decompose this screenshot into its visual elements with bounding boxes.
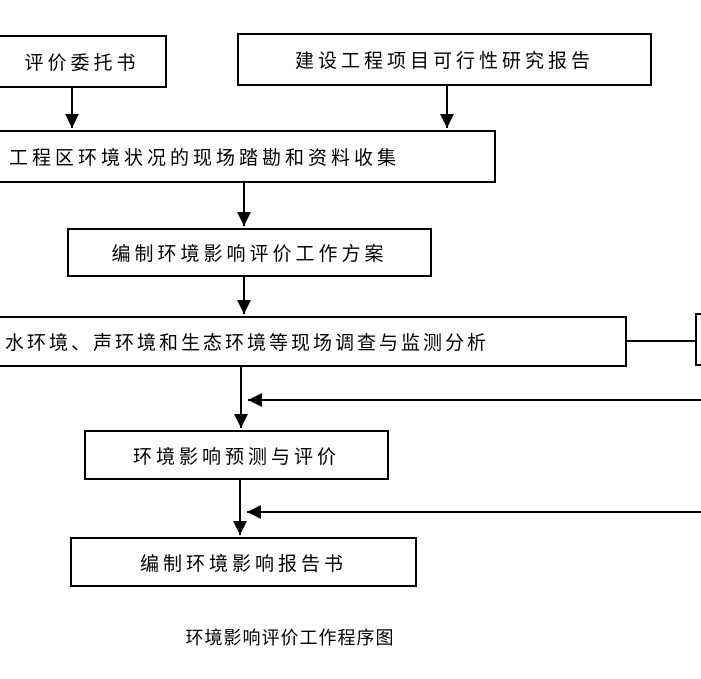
box-plan: 编制环境影响评价工作方案 [67,228,432,277]
box-survey-label: 工程区环境状况的现场踏勘和资料收集 [9,147,401,169]
box-monitoring-label: 水环境、声环境和生态环境等现场调查与监测分析 [5,332,490,354]
box-feasibility-label: 建设工程项目可行性研究报告 [294,50,594,72]
box-prediction: 环境影响预测与评价 [84,430,389,480]
box-feasibility: 建设工程项目可行性研究报告 [237,33,652,86]
box-monitoring: 水环境、声环境和生态环境等现场调查与监测分析 [0,316,627,367]
box-plan-label: 编制环境影响评价工作方案 [111,243,388,265]
box-report: 编制环境影响报告书 [70,537,417,587]
box-prediction-label: 环境影响预测与评价 [132,445,340,468]
box-commission-label: 评价委托书 [24,52,140,74]
box-report-label: 编制环境影响报告书 [139,552,347,575]
box-survey: 工程区环境状况的现场踏勘和资料收集 [0,130,496,183]
box-commission: 评价委托书 [0,35,167,88]
diagram-caption: 环境影响评价工作程序图 [185,628,395,649]
box-right-partial [695,313,701,366]
